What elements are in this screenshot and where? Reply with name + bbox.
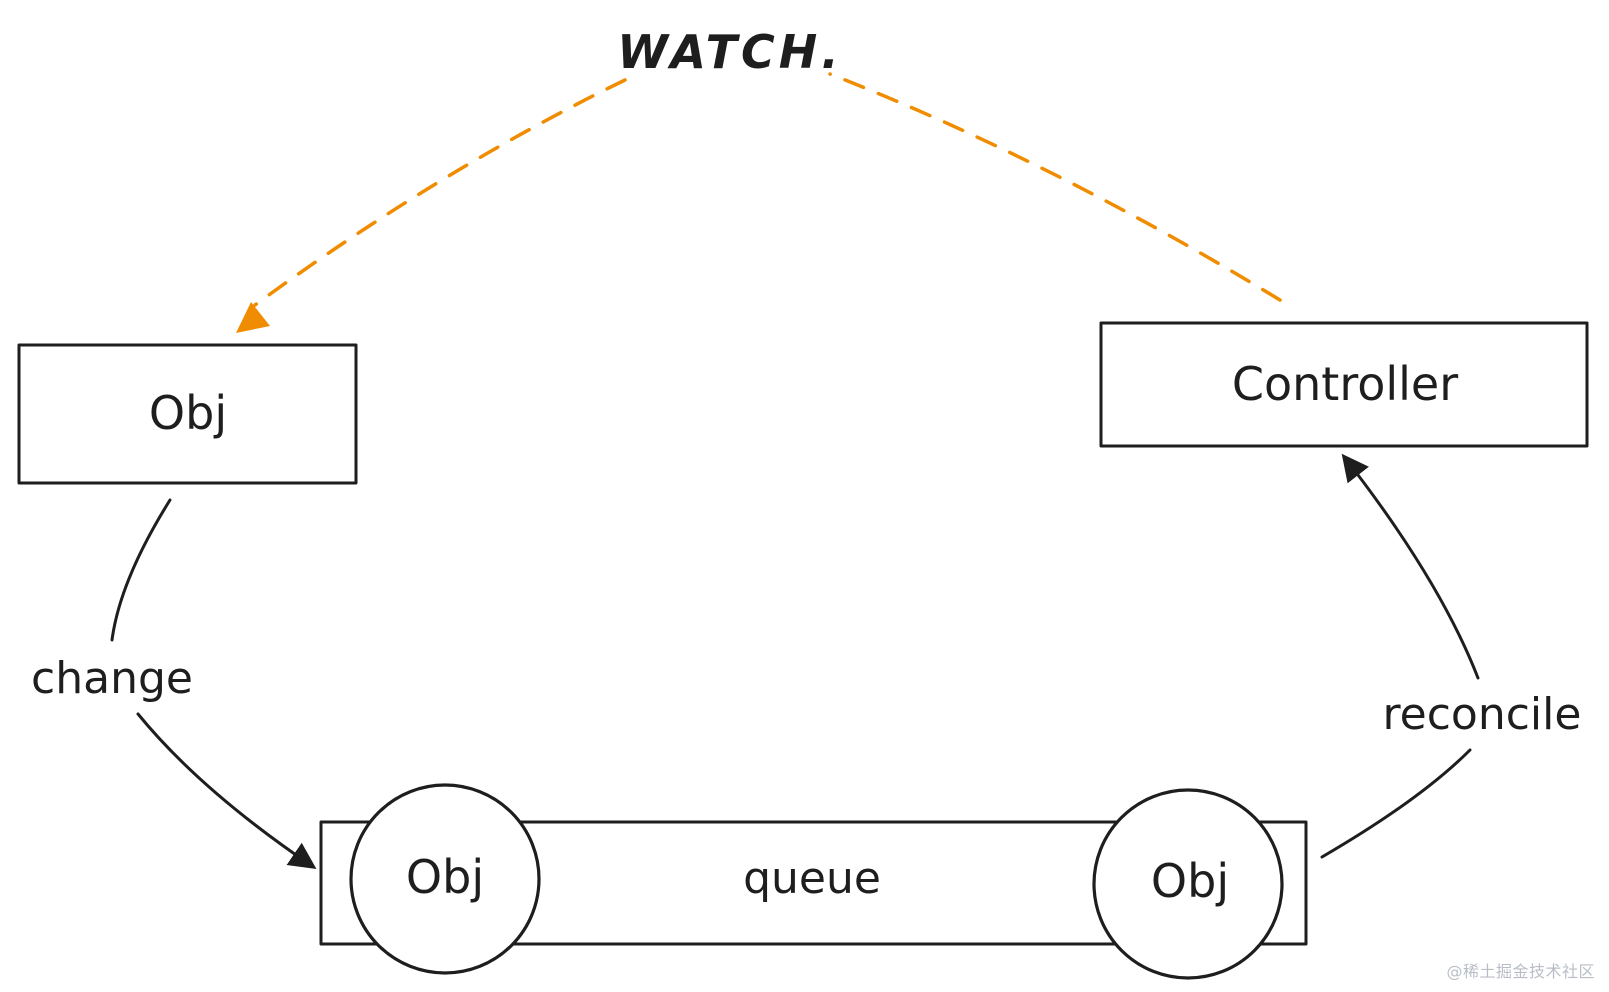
- queue-obj-right-label: Obj: [1151, 854, 1229, 908]
- reconcile-edge: reconcile: [1320, 453, 1582, 859]
- watch-arrowhead: [236, 302, 270, 333]
- watch-line-left: [253, 78, 627, 307]
- controller-label: Controller: [1232, 357, 1458, 411]
- queue-node: queue Obj Obj: [319, 783, 1308, 980]
- change-line-upper: [110, 498, 172, 642]
- obj-label: Obj: [149, 386, 227, 440]
- controller-box: [1099, 321, 1589, 448]
- queue-obj-left-label: Obj: [406, 850, 484, 904]
- watch-edge: WATCH.: [236, 25, 1282, 333]
- queue-label: queue: [743, 853, 881, 904]
- queue-obj-right: Obj: [1092, 788, 1284, 980]
- controller-node: Controller: [1099, 321, 1589, 448]
- watch-label: WATCH.: [617, 25, 842, 79]
- reconcile-line-lower: [1320, 748, 1472, 859]
- queue-box: [319, 820, 1308, 946]
- watermark: @稀土掘金技术社区: [1446, 962, 1595, 981]
- obj-node: Obj: [17, 343, 358, 485]
- queue-obj-right-circle: [1092, 788, 1284, 980]
- change-line-lower: [136, 712, 317, 870]
- reconcile-line-upper: [1341, 453, 1480, 680]
- queue-obj-left: Obj: [349, 783, 541, 975]
- reconcile-label: reconcile: [1383, 689, 1582, 740]
- obj-box: [17, 343, 358, 485]
- change-label: change: [31, 653, 193, 704]
- watch-line-right: [828, 72, 1282, 302]
- change-edge: change: [31, 498, 317, 870]
- queue-obj-left-circle: [349, 783, 541, 975]
